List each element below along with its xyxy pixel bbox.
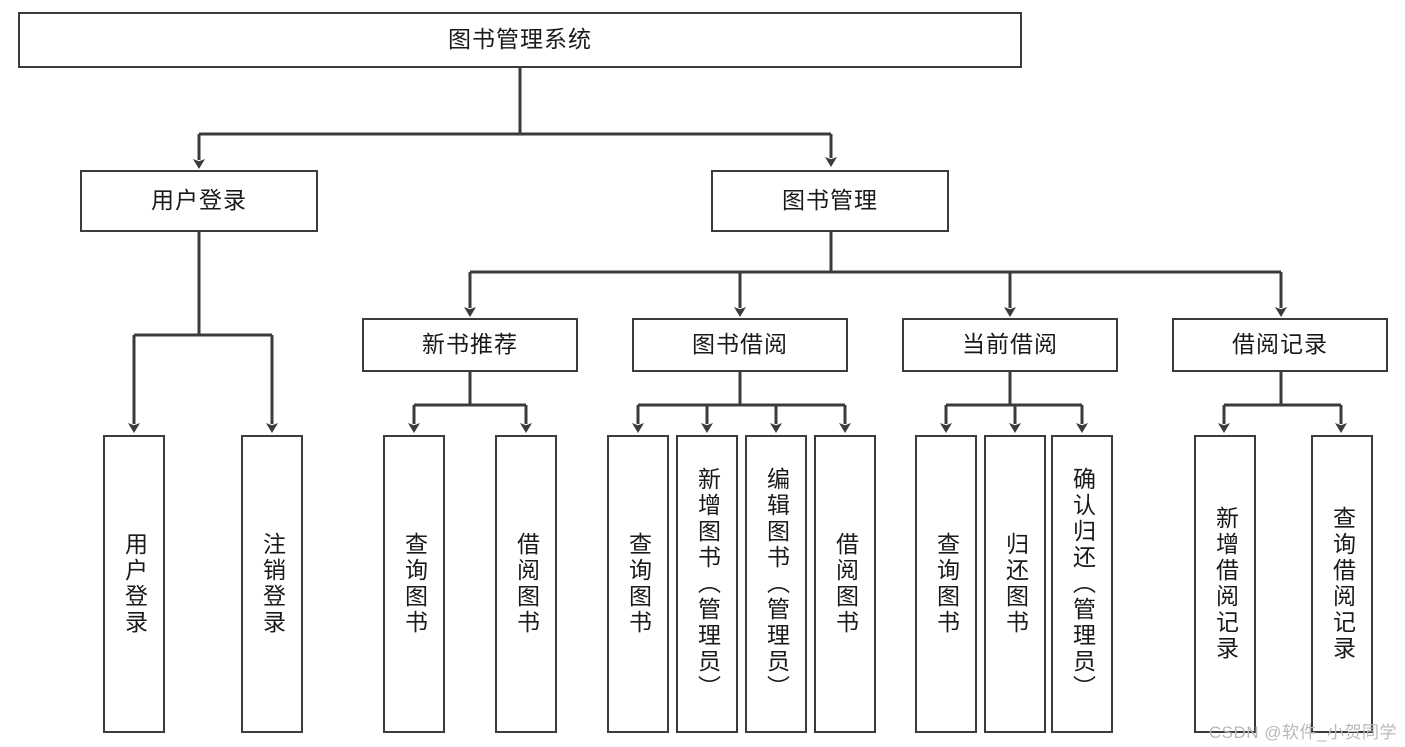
leaf-query-book-3[interactable]: 查询图书	[915, 435, 977, 733]
csdn-watermark: CSDN @软件_小贺同学	[1208, 723, 1397, 742]
leaf-borrow-book-2[interactable]: 借阅图书	[814, 435, 876, 733]
leaf-query-book-2[interactable]: 查询图书	[607, 435, 669, 733]
node-root[interactable]: 图书管理系统	[18, 12, 1022, 68]
node-book-manage-label: 图书管理	[782, 187, 878, 214]
leaf-borrow-book-2-label: 借阅图书	[832, 532, 859, 636]
node-new-book-recommend[interactable]: 新书推荐	[362, 318, 578, 372]
leaf-edit-book[interactable]: 编辑图书（管理员）	[745, 435, 807, 733]
leaf-user-logout[interactable]: 注销登录	[241, 435, 303, 733]
node-user-login[interactable]: 用户登录	[80, 170, 318, 232]
leaf-edit-book-label: 编辑图书（管理员）	[763, 467, 790, 701]
leaf-query-book-2-label: 查询图书	[625, 532, 652, 636]
leaf-query-book-1[interactable]: 查询图书	[383, 435, 445, 733]
node-new-book-recommend-label: 新书推荐	[422, 331, 518, 358]
leaf-add-record-label: 新增借阅记录	[1212, 506, 1239, 662]
leaf-add-book[interactable]: 新增图书（管理员）	[676, 435, 738, 733]
leaf-query-book-1-label: 查询图书	[401, 532, 428, 636]
leaf-confirm-return-label: 确认归还（管理员）	[1069, 467, 1096, 701]
node-book-manage[interactable]: 图书管理	[711, 170, 949, 232]
leaf-add-book-label: 新增图书（管理员）	[694, 467, 721, 701]
node-current-borrow[interactable]: 当前借阅	[902, 318, 1118, 372]
leaf-user-login[interactable]: 用户登录	[103, 435, 165, 733]
node-borrow-record[interactable]: 借阅记录	[1172, 318, 1388, 372]
leaf-query-record[interactable]: 查询借阅记录	[1311, 435, 1373, 733]
leaf-user-login-label: 用户登录	[121, 532, 148, 636]
node-borrow-record-label: 借阅记录	[1232, 331, 1328, 358]
leaf-query-book-3-label: 查询图书	[933, 532, 960, 636]
leaf-user-logout-label: 注销登录	[259, 532, 286, 636]
leaf-confirm-return[interactable]: 确认归还（管理员）	[1051, 435, 1113, 733]
node-book-borrow[interactable]: 图书借阅	[632, 318, 848, 372]
leaf-return-book-label: 归还图书	[1002, 532, 1029, 636]
leaf-borrow-book-1-label: 借阅图书	[513, 532, 540, 636]
leaf-add-record[interactable]: 新增借阅记录	[1194, 435, 1256, 733]
node-book-borrow-label: 图书借阅	[692, 331, 788, 358]
node-root-label: 图书管理系统	[448, 26, 592, 53]
node-user-login-label: 用户登录	[151, 187, 247, 214]
leaf-borrow-book-1[interactable]: 借阅图书	[495, 435, 557, 733]
leaf-return-book[interactable]: 归还图书	[984, 435, 1046, 733]
node-current-borrow-label: 当前借阅	[962, 331, 1058, 358]
leaf-query-record-label: 查询借阅记录	[1329, 506, 1356, 662]
